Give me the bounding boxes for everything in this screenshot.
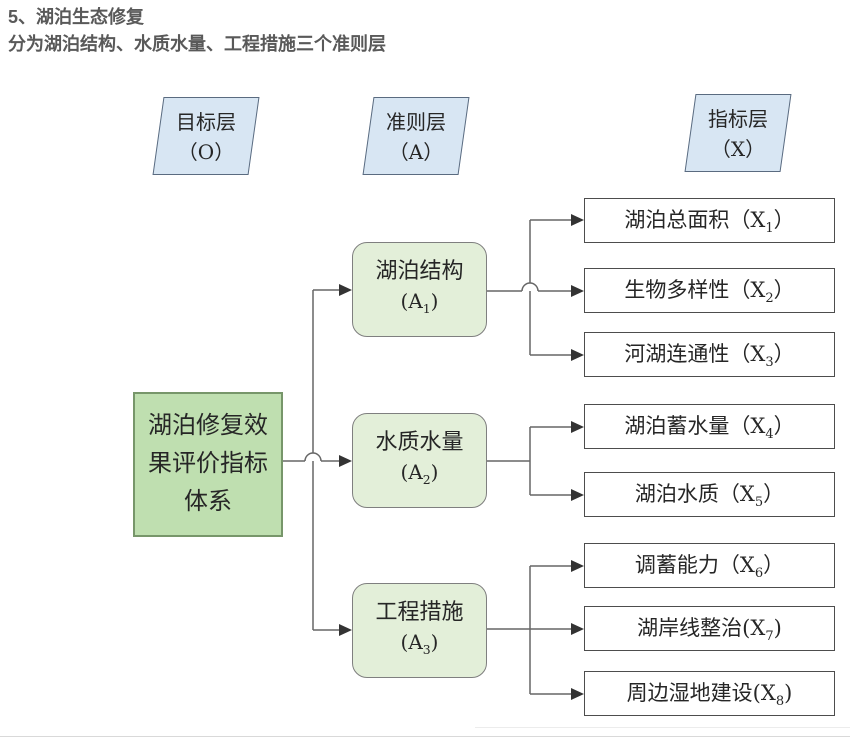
page-title: 5、湖泊生态修复 分为湖泊结构、水质水量、工程措施三个准则层 [8, 4, 386, 58]
layer-label-goal: 目标层 （O） [152, 97, 260, 175]
layer-goal-code: （O） [177, 140, 235, 164]
criteria-3-name: 工程措施 [375, 600, 464, 625]
criteria-box-water-quality-quantity: 水质水量 (A2) [352, 413, 487, 508]
criteria-2-sub: 2 [422, 472, 431, 487]
title-line-1: 5、湖泊生态修复 [8, 7, 145, 27]
indicator-box-x5: 湖泊水质（X5） [584, 472, 835, 517]
criteria-2-name: 水质水量 [375, 430, 464, 455]
arrowheads [339, 214, 584, 700]
goal-line-2: 果评价指标 [148, 449, 268, 477]
criteria-box-lake-structure: 湖泊结构 (A1) [352, 242, 487, 337]
goal-line-1: 湖泊修复效 [148, 411, 268, 439]
indicator-box-x6: 调蓄能力（X6） [584, 543, 835, 588]
criteria-1-sub: 1 [422, 301, 431, 316]
title-line-2: 分为湖泊结构、水质水量、工程措施三个准则层 [8, 34, 386, 54]
layer-label-criteria: 准则层 （A） [362, 97, 470, 175]
faint-divider [475, 727, 850, 728]
layer-indicator-name: 指标层 [708, 107, 768, 131]
indicator-box-x8: 周边湿地建设(X8) [584, 671, 835, 716]
indicator-box-x4: 湖泊蓄水量（X4） [584, 404, 835, 449]
indicator-box-x3: 河湖连通性（X3） [584, 332, 835, 377]
criteria-3-sub: 3 [422, 642, 431, 657]
layer-criteria-code: （A） [388, 140, 444, 164]
layer-goal-name: 目标层 [176, 110, 236, 134]
goal-line-3: 体系 [184, 487, 232, 515]
layer-indicator-code: （X） [710, 137, 766, 161]
indicator-box-x1: 湖泊总面积（X1） [584, 198, 835, 243]
indicator-box-x7: 湖岸线整治(X7) [584, 606, 835, 651]
layer-label-indicator: 指标层 （X） [684, 94, 792, 172]
indicator-box-x2: 生物多样性（X2） [584, 268, 835, 313]
criteria-box-engineering-measures: 工程措施 (A3) [352, 583, 487, 678]
criteria-1-name: 湖泊结构 [375, 259, 464, 284]
layer-criteria-name: 准则层 [386, 110, 446, 134]
goal-box: 湖泊修复效 果评价指标 体系 [133, 392, 283, 537]
